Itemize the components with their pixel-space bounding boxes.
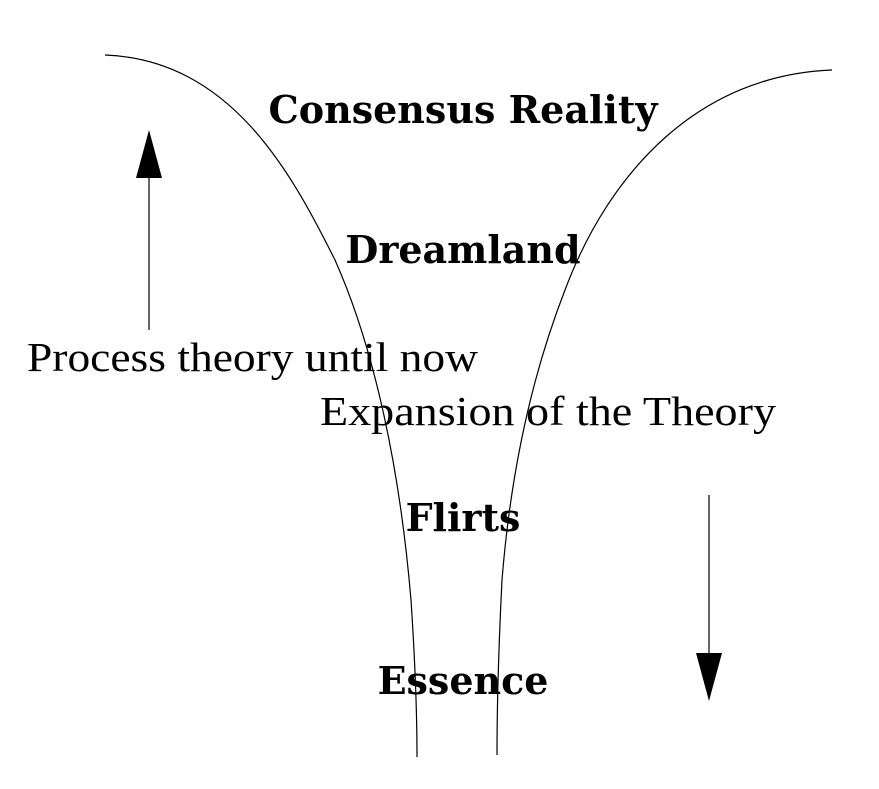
expansion-label: Expansion of the Theory — [320, 388, 777, 434]
process-theory-label: Process theory until now — [27, 334, 478, 380]
level-essence: Essence — [378, 658, 549, 703]
down-arrow-head — [696, 653, 722, 701]
level-dreamland: Dreamland — [345, 227, 580, 272]
down-arrow-icon — [696, 495, 722, 701]
level-consensus-reality: Consensus Reality — [269, 87, 659, 132]
level-flirts: Flirts — [406, 495, 521, 540]
up-arrow-head — [136, 130, 162, 178]
left-funnel-curve — [104, 54, 418, 758]
right-funnel-curve — [496, 69, 833, 756]
up-arrow-icon — [136, 130, 162, 330]
